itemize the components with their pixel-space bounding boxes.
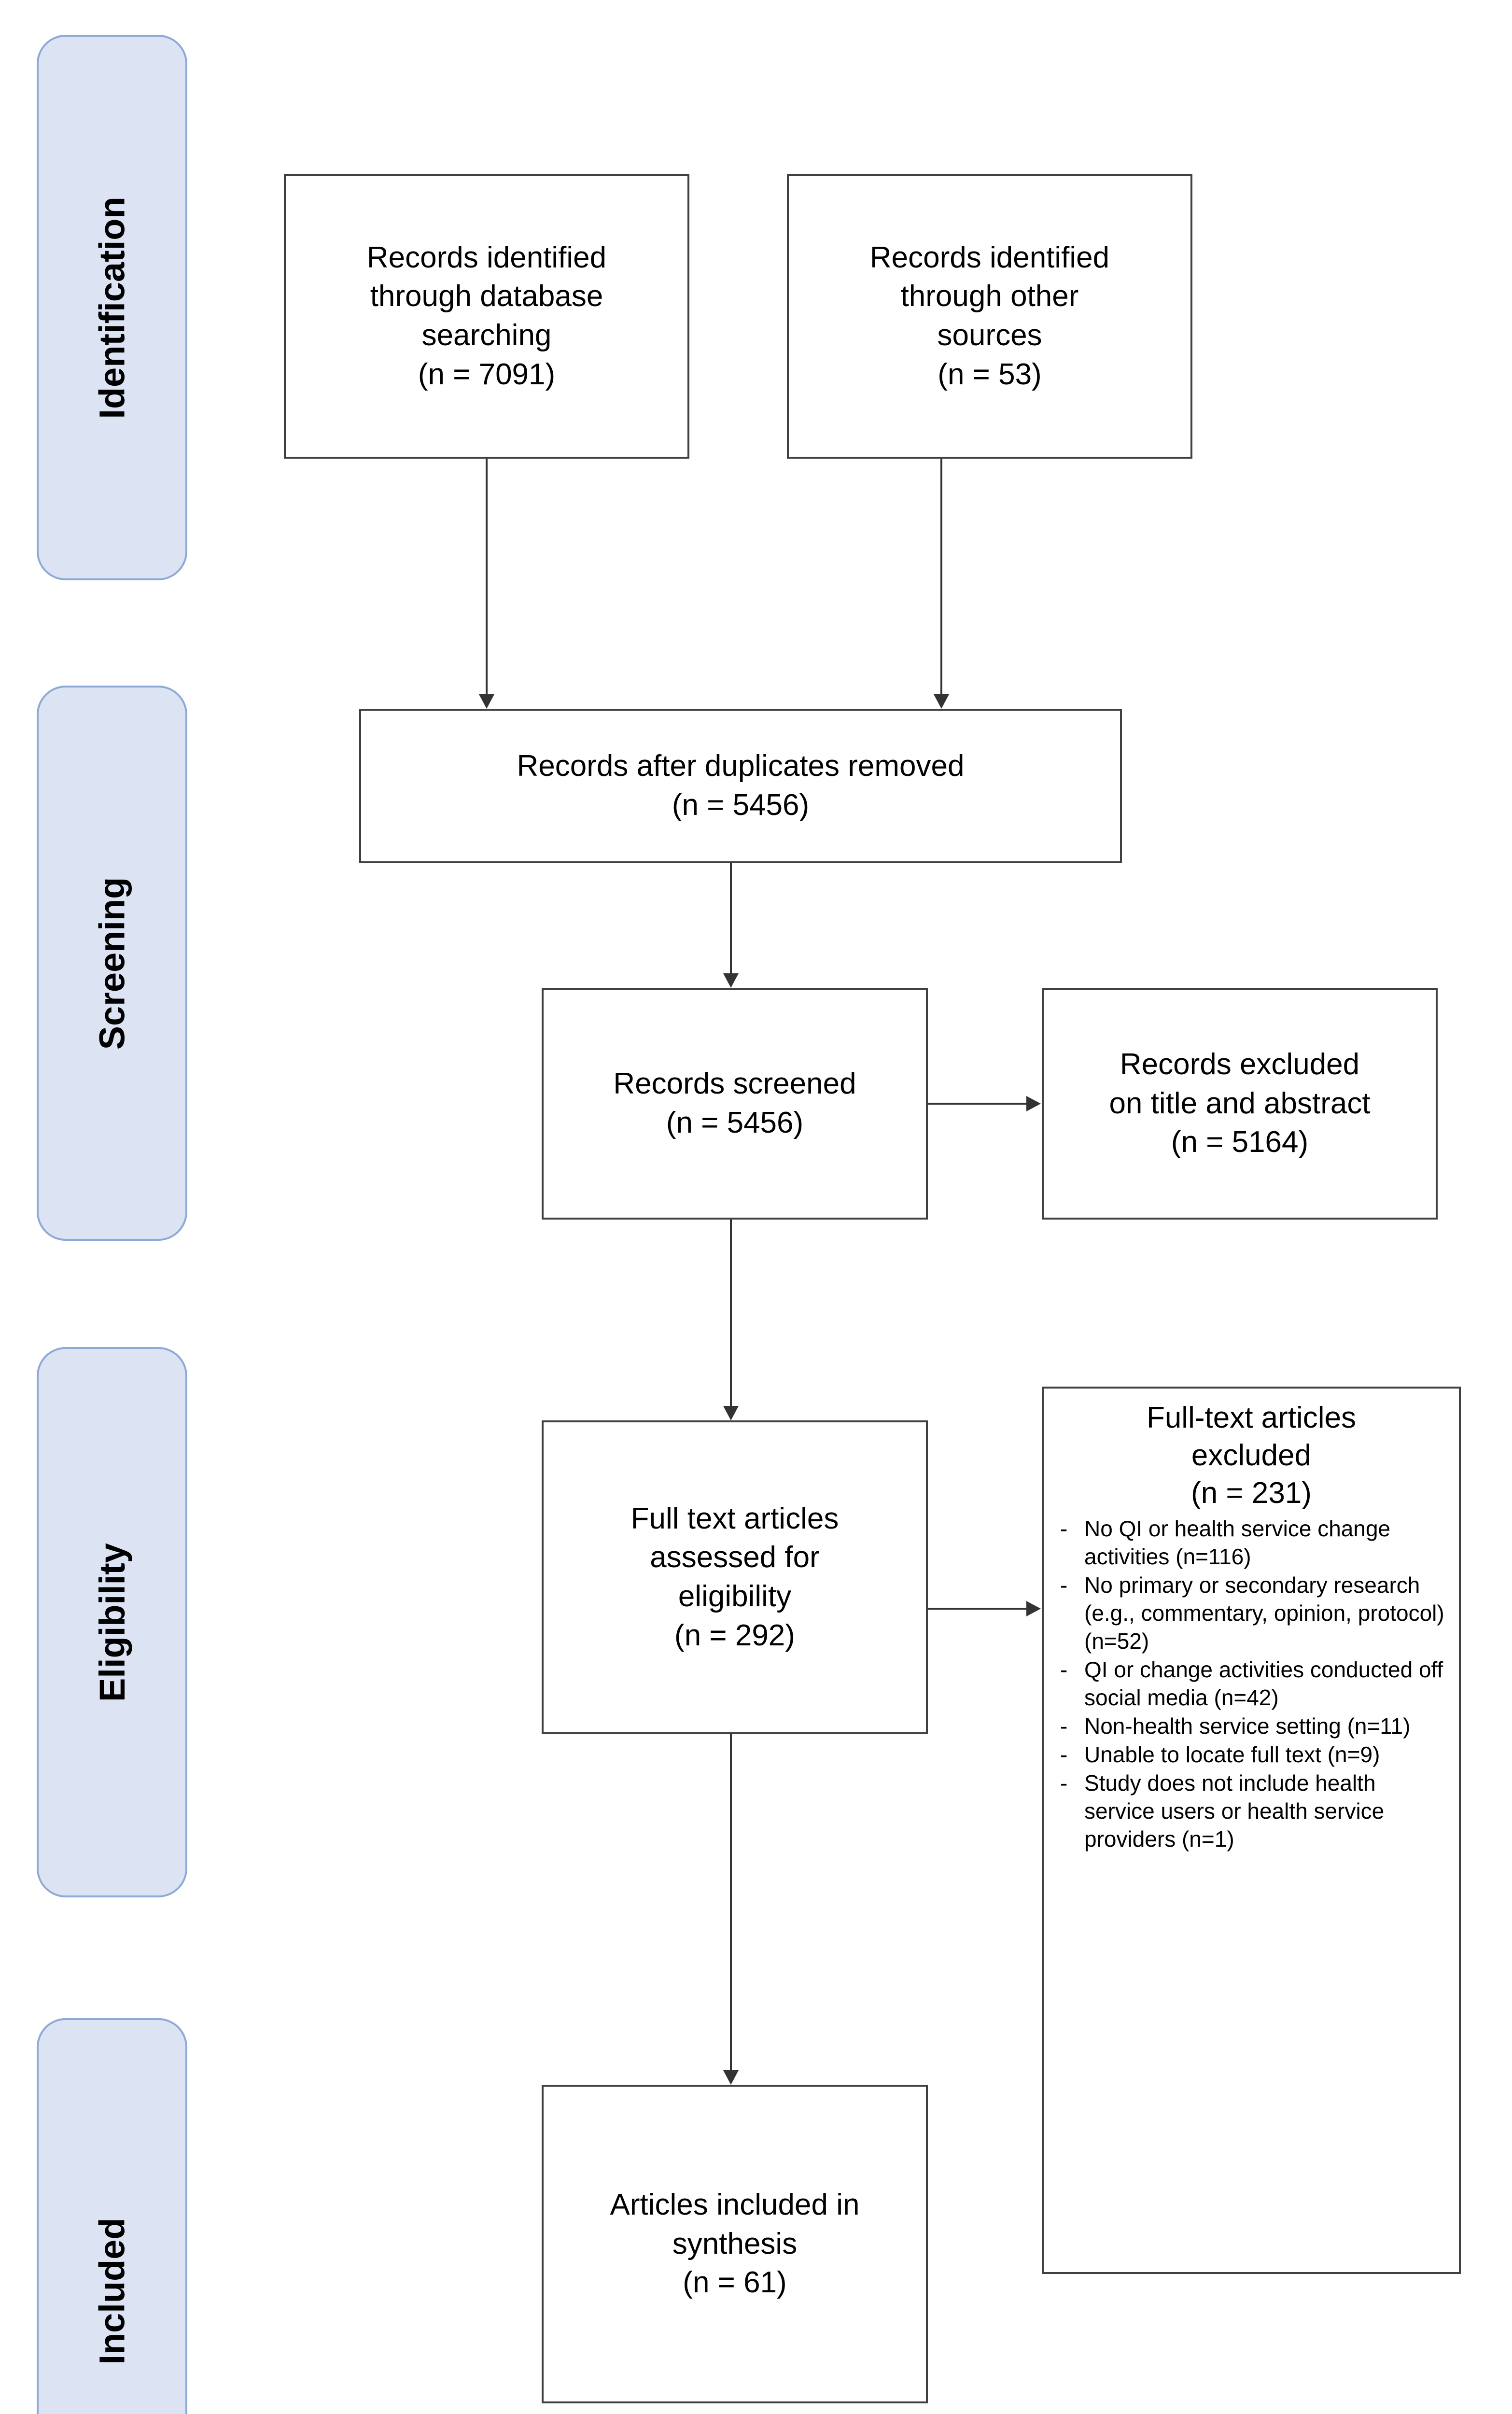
stage-label-identification: Identification xyxy=(92,196,132,419)
stage-pill-screening: Screening xyxy=(37,686,187,1241)
box-records-identified-other: Records identified through other sources… xyxy=(787,174,1192,459)
connector-assessed-to-included xyxy=(730,1734,732,2072)
box-line: (n = 5456) xyxy=(666,1106,804,1139)
box-line: on title and abstract xyxy=(1109,1086,1371,1120)
reason-text: Study does not include health service us… xyxy=(1084,1770,1385,1852)
arrow-screened-to-excluded xyxy=(1026,1096,1041,1111)
box-line: Articles included in xyxy=(610,2188,860,2222)
connector-screened-to-fulltext xyxy=(730,1220,732,1408)
box-line: assessed for xyxy=(650,1541,820,1574)
reason-text: Non-health service setting (n=11) xyxy=(1084,1713,1411,1739)
list-item: - Non-health service setting (n=11) xyxy=(1048,1712,1455,1740)
connector-assessed-to-excluded xyxy=(928,1608,1027,1610)
bullet-dash-marker: - xyxy=(1060,1572,1068,1598)
stage-label-eligibility: Eligibility xyxy=(92,1543,132,1702)
reason-text: Unable to locate full text (n=9) xyxy=(1084,1741,1380,1767)
box-line: synthesis xyxy=(672,2227,798,2260)
box-line: excluded xyxy=(1191,1439,1312,1473)
list-item: - QI or change activities conducted off … xyxy=(1048,1656,1455,1712)
fulltext-excluded-reason-list: - No QI or health service change activit… xyxy=(1048,1515,1455,1853)
stage-pill-included: Included xyxy=(37,2018,187,2414)
bullet-dash-marker: - xyxy=(1060,1657,1068,1683)
box-line: (n = 7091) xyxy=(418,357,556,391)
reason-text: No primary or secondary research (e.g., … xyxy=(1084,1572,1444,1654)
box-line: Records screened xyxy=(613,1067,856,1101)
stage-label-screening: Screening xyxy=(92,877,132,1050)
box-line: (n = 53) xyxy=(938,357,1042,391)
arrow-assessed-to-excluded xyxy=(1026,1601,1041,1616)
stage-pill-eligibility: Eligibility xyxy=(37,1347,187,1897)
bullet-dash-marker: - xyxy=(1060,1713,1068,1739)
box-line: through other xyxy=(900,280,1079,313)
reason-text: QI or change activities conducted off so… xyxy=(1084,1657,1443,1711)
box-line: (n = 5456) xyxy=(672,788,810,822)
bullet-dash-marker: - xyxy=(1060,1741,1068,1767)
box-records-identified-database: Records identified through database sear… xyxy=(284,174,689,459)
box-line: (n = 231) xyxy=(1191,1476,1312,1510)
bullet-dash-marker: - xyxy=(1060,1516,1068,1542)
list-item: - Unable to locate full text (n=9) xyxy=(1048,1741,1455,1769)
box-line: Full text articles xyxy=(630,1502,839,1535)
reason-text: No QI or health service change activitie… xyxy=(1084,1516,1391,1570)
list-item: - Study does not include health service … xyxy=(1048,1769,1455,1853)
box-line: Records identified xyxy=(869,240,1110,274)
box-records-excluded: Records excluded on title and abstract (… xyxy=(1042,988,1438,1220)
box-line: (n = 61) xyxy=(683,2266,787,2300)
box-line: eligibility xyxy=(678,1580,792,1613)
connector-db-to-duplicates xyxy=(486,459,488,695)
box-line: Records after duplicates removed xyxy=(517,749,965,783)
stage-pill-identification: Identification xyxy=(37,35,187,580)
arrow-other-to-duplicates xyxy=(934,694,949,709)
box-line: (n = 292) xyxy=(674,1618,795,1652)
bullet-dash-marker: - xyxy=(1060,1770,1068,1796)
box-line: (n = 5164) xyxy=(1171,1125,1309,1159)
connector-other-to-duplicates xyxy=(940,459,942,695)
arrow-db-to-duplicates xyxy=(479,694,494,709)
connector-duplicates-to-screened xyxy=(730,863,732,974)
list-item: - No QI or health service change activit… xyxy=(1048,1515,1455,1571)
box-line: through database xyxy=(370,280,603,313)
box-line: searching xyxy=(421,319,552,352)
stage-label-included: Included xyxy=(92,2217,132,2365)
box-line: sources xyxy=(937,319,1042,352)
fulltext-excluded-heading: Full-text articles excluded (n = 231) xyxy=(1048,1399,1455,1512)
box-line: Full-text articles xyxy=(1146,1401,1357,1434)
box-records-after-duplicates: Records after duplicates removed (n = 54… xyxy=(359,709,1122,863)
box-line: Records excluded xyxy=(1120,1048,1360,1081)
box-fulltext-assessed: Full text articles assessed for eligibil… xyxy=(542,1420,928,1734)
box-fulltext-excluded: Full-text articles excluded (n = 231) - … xyxy=(1042,1387,1461,2274)
box-line: Records identified xyxy=(366,240,607,274)
box-articles-included: Articles included in synthesis (n = 61) xyxy=(542,2085,928,2403)
arrow-assessed-to-included xyxy=(723,2070,739,2085)
box-records-screened: Records screened (n = 5456) xyxy=(542,988,928,1220)
list-item: - No primary or secondary research (e.g.… xyxy=(1048,1572,1455,1656)
arrow-screened-to-fulltext xyxy=(723,1406,739,1420)
connector-screened-to-excluded xyxy=(928,1103,1027,1105)
arrow-duplicates-to-screened xyxy=(723,973,739,988)
